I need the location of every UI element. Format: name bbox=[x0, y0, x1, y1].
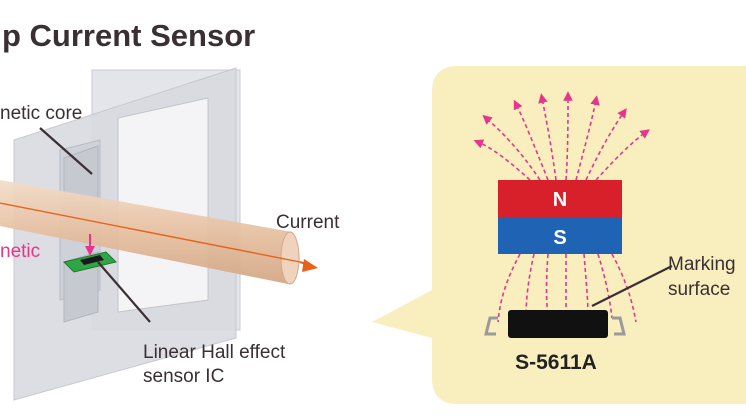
marking-label-line1: Marking bbox=[668, 254, 736, 275]
sensor-leader-line bbox=[97, 261, 151, 323]
magnetic-field-arrow-icon bbox=[85, 246, 95, 256]
magnetic-label: netic bbox=[0, 241, 40, 262]
bar-magnet: N S bbox=[498, 180, 622, 254]
hall-sensor-chip bbox=[63, 234, 117, 273]
page-title: p Current Sensor bbox=[2, 18, 255, 53]
marking-leader-line bbox=[591, 265, 673, 307]
sensor-label-line2: sensor IC bbox=[143, 366, 224, 387]
ic-package bbox=[484, 310, 626, 338]
part-number-label: S-5611A bbox=[515, 351, 597, 374]
marking-label-line2: surface bbox=[668, 279, 730, 300]
core-leader-line bbox=[39, 127, 93, 175]
current-label: Current bbox=[276, 212, 340, 233]
core-label: netic core bbox=[0, 103, 82, 124]
conductor-rod bbox=[0, 180, 318, 285]
magnet-south-label: S bbox=[553, 227, 566, 249]
sensor-label-line1: Linear Hall effect bbox=[143, 342, 286, 363]
current-arrow-icon bbox=[302, 259, 318, 272]
magnet-north-label: N bbox=[553, 189, 567, 211]
